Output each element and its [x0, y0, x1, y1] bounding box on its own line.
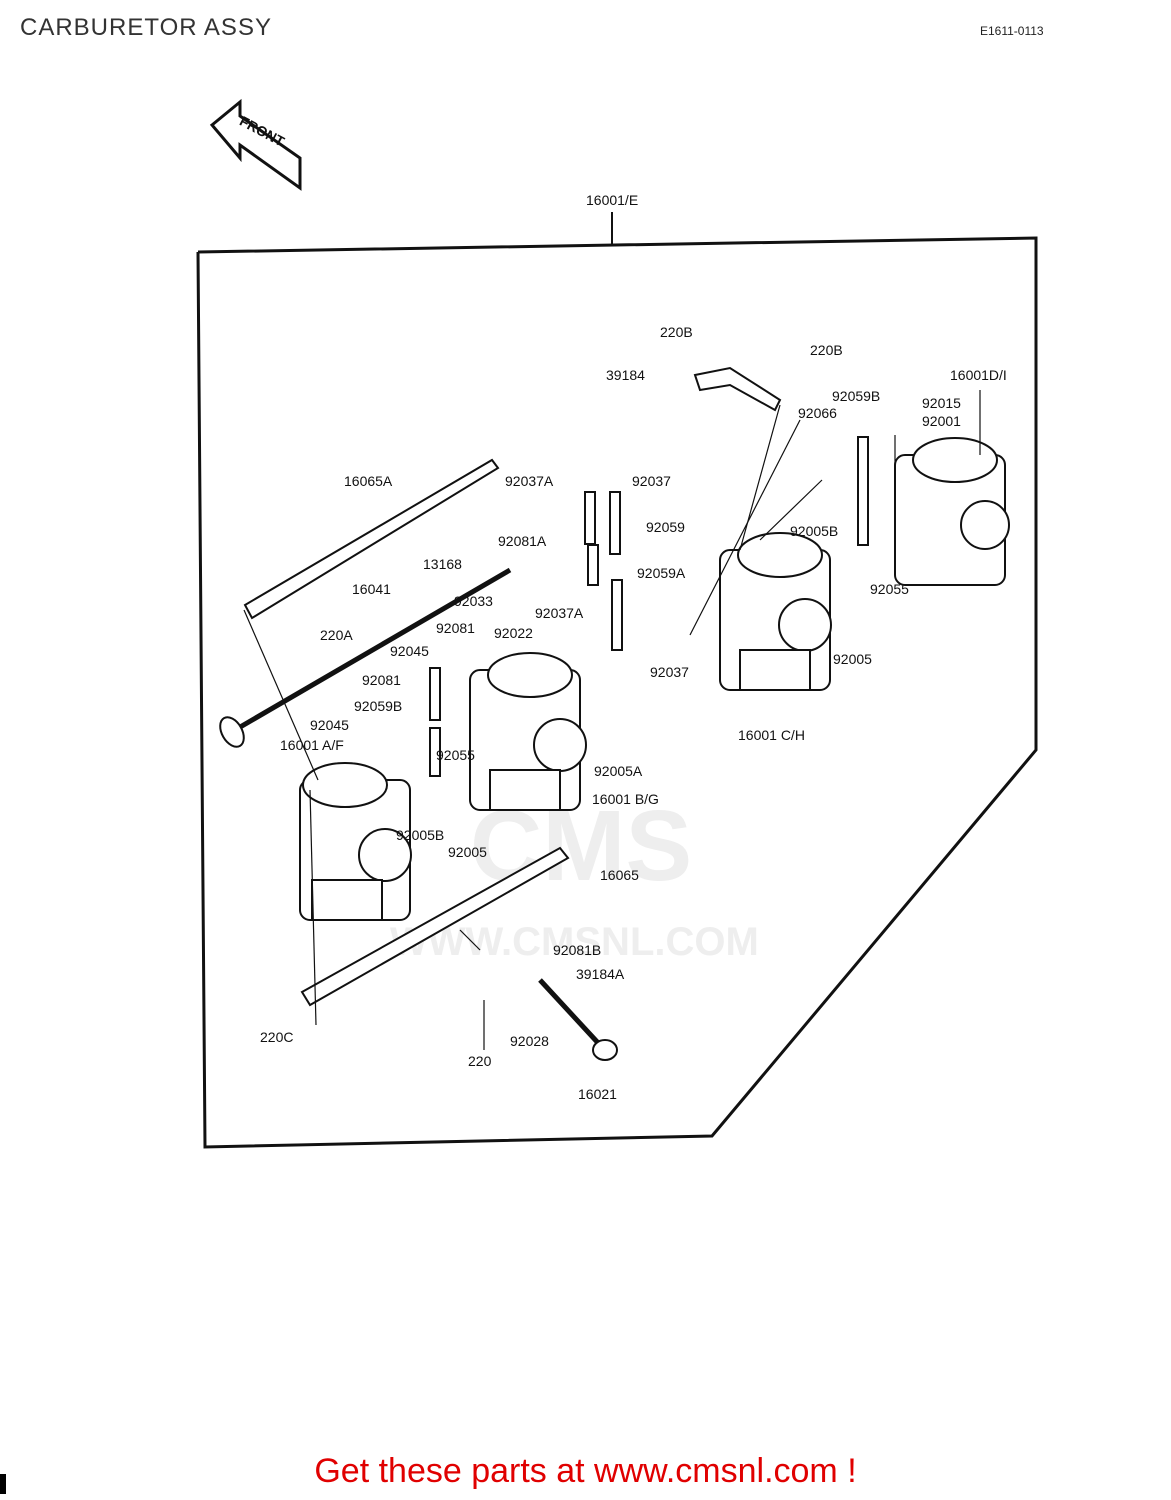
callout-label: 13168	[423, 556, 462, 572]
assembly-frame	[196, 236, 1038, 1149]
callout-label: 92059B	[354, 698, 402, 714]
callout-label: 16065	[600, 867, 639, 883]
callout-label: 92081	[362, 672, 401, 688]
exploded-parts-diagram: CMS WWW.CMSNL.COM FRONT	[196, 98, 1038, 1149]
callout-label: 92055	[436, 747, 475, 763]
callout-label: 92045	[310, 717, 349, 733]
callout-label: 220	[468, 1053, 492, 1069]
callout-label: 39184	[606, 367, 645, 383]
callout-label: 16041	[352, 581, 391, 597]
callout-label: 16001/E	[586, 192, 638, 208]
callout-label: 39184A	[576, 966, 625, 982]
callout-label: 92037	[632, 473, 671, 489]
callout-label: 92028	[510, 1033, 549, 1049]
callout-label: 92055	[870, 581, 909, 597]
rail-16065a	[243, 458, 500, 620]
callout-label: 92022	[494, 625, 533, 641]
left-edge-mark	[0, 1474, 6, 1494]
callout-label: 220B	[660, 324, 693, 340]
diagram-code: E1611-0113	[980, 24, 1044, 38]
callout-label: 92059A	[637, 565, 686, 581]
shaft-16041	[219, 567, 512, 748]
watermark-url: WWW.CMSNL.COM	[390, 920, 759, 964]
callout-label: 92033	[454, 593, 493, 609]
watermark: CMS WWW.CMSNL.COM	[390, 790, 759, 964]
carburetor-16001-c-h	[719, 532, 832, 691]
callout-label: 92081	[436, 620, 475, 636]
callout-label: 92015	[922, 395, 961, 411]
front-arrow-icon: FRONT	[209, 98, 302, 191]
bracket-16065	[300, 846, 570, 1007]
carburetor-16001-a-f	[299, 762, 412, 921]
callout-label: 92066	[798, 405, 837, 421]
diagram-title: CARBURETOR ASSY	[20, 14, 272, 41]
callout-label: 220C	[260, 1029, 293, 1045]
callout-label: 16001 C/H	[738, 727, 805, 743]
leader-lines	[243, 390, 981, 1050]
callout-label: 92005	[448, 844, 487, 860]
callout-label: 92059B	[832, 388, 880, 404]
lever-39184	[693, 366, 782, 412]
callout-label: 16001 B/G	[592, 791, 659, 807]
tubes	[429, 436, 869, 777]
callout-label: 92059	[646, 519, 685, 535]
callout-label: 92037A	[505, 473, 554, 489]
callout-label: 92045	[390, 643, 429, 659]
callout-label: 92081B	[553, 942, 601, 958]
callout-label: 16001 A/F	[280, 737, 344, 753]
callout-label: 92037	[650, 664, 689, 680]
callout-label: 220A	[320, 627, 353, 643]
callout-label: 92001	[922, 413, 961, 429]
callout-label: 92005	[833, 651, 872, 667]
carburetor-16001-b-g	[469, 652, 587, 811]
bolt-16021	[538, 978, 618, 1061]
callout-label: 16021	[578, 1086, 617, 1102]
callout-labels: 16001/E 220B 220B 39184 92059B 92015 920…	[260, 192, 1007, 1102]
callout-label: 16001D/I	[950, 367, 1007, 383]
callout-label: 92005B	[790, 523, 838, 539]
callout-label: 220B	[810, 342, 843, 358]
footer-promo-link[interactable]: Get these parts at www.cmsnl.com !	[314, 1452, 857, 1490]
carburetor-16001-d-i	[894, 437, 1010, 586]
callout-label: 16065A	[344, 473, 393, 489]
callout-label: 92005B	[396, 827, 444, 843]
callout-label: 92081A	[498, 533, 547, 549]
callout-label: 92037A	[535, 605, 584, 621]
callout-label: 92005A	[594, 763, 643, 779]
